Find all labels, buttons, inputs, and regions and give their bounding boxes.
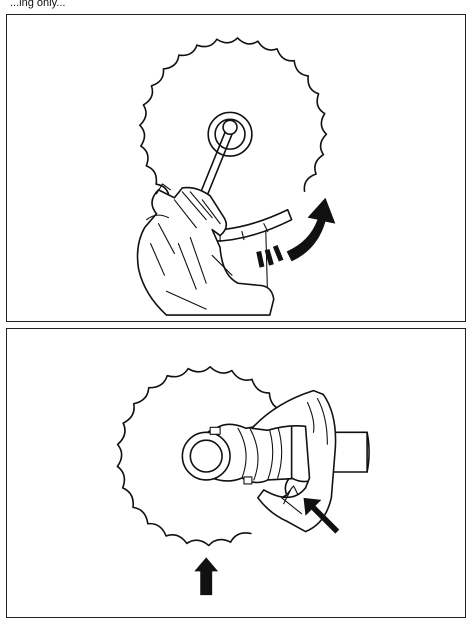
blade-wrench-illustration (7, 15, 465, 321)
blade-guard-illustration (7, 329, 465, 617)
caption-text: ...ing only... (10, 0, 65, 9)
gear-screw-bottom (244, 477, 252, 484)
illustration-panel-top (6, 14, 466, 322)
pointer-arrow-up (194, 557, 218, 595)
illustration-panel-bottom (6, 328, 466, 618)
rotate-arrow (256, 198, 335, 268)
glove-hand (138, 188, 274, 316)
gear-screw (210, 427, 220, 434)
